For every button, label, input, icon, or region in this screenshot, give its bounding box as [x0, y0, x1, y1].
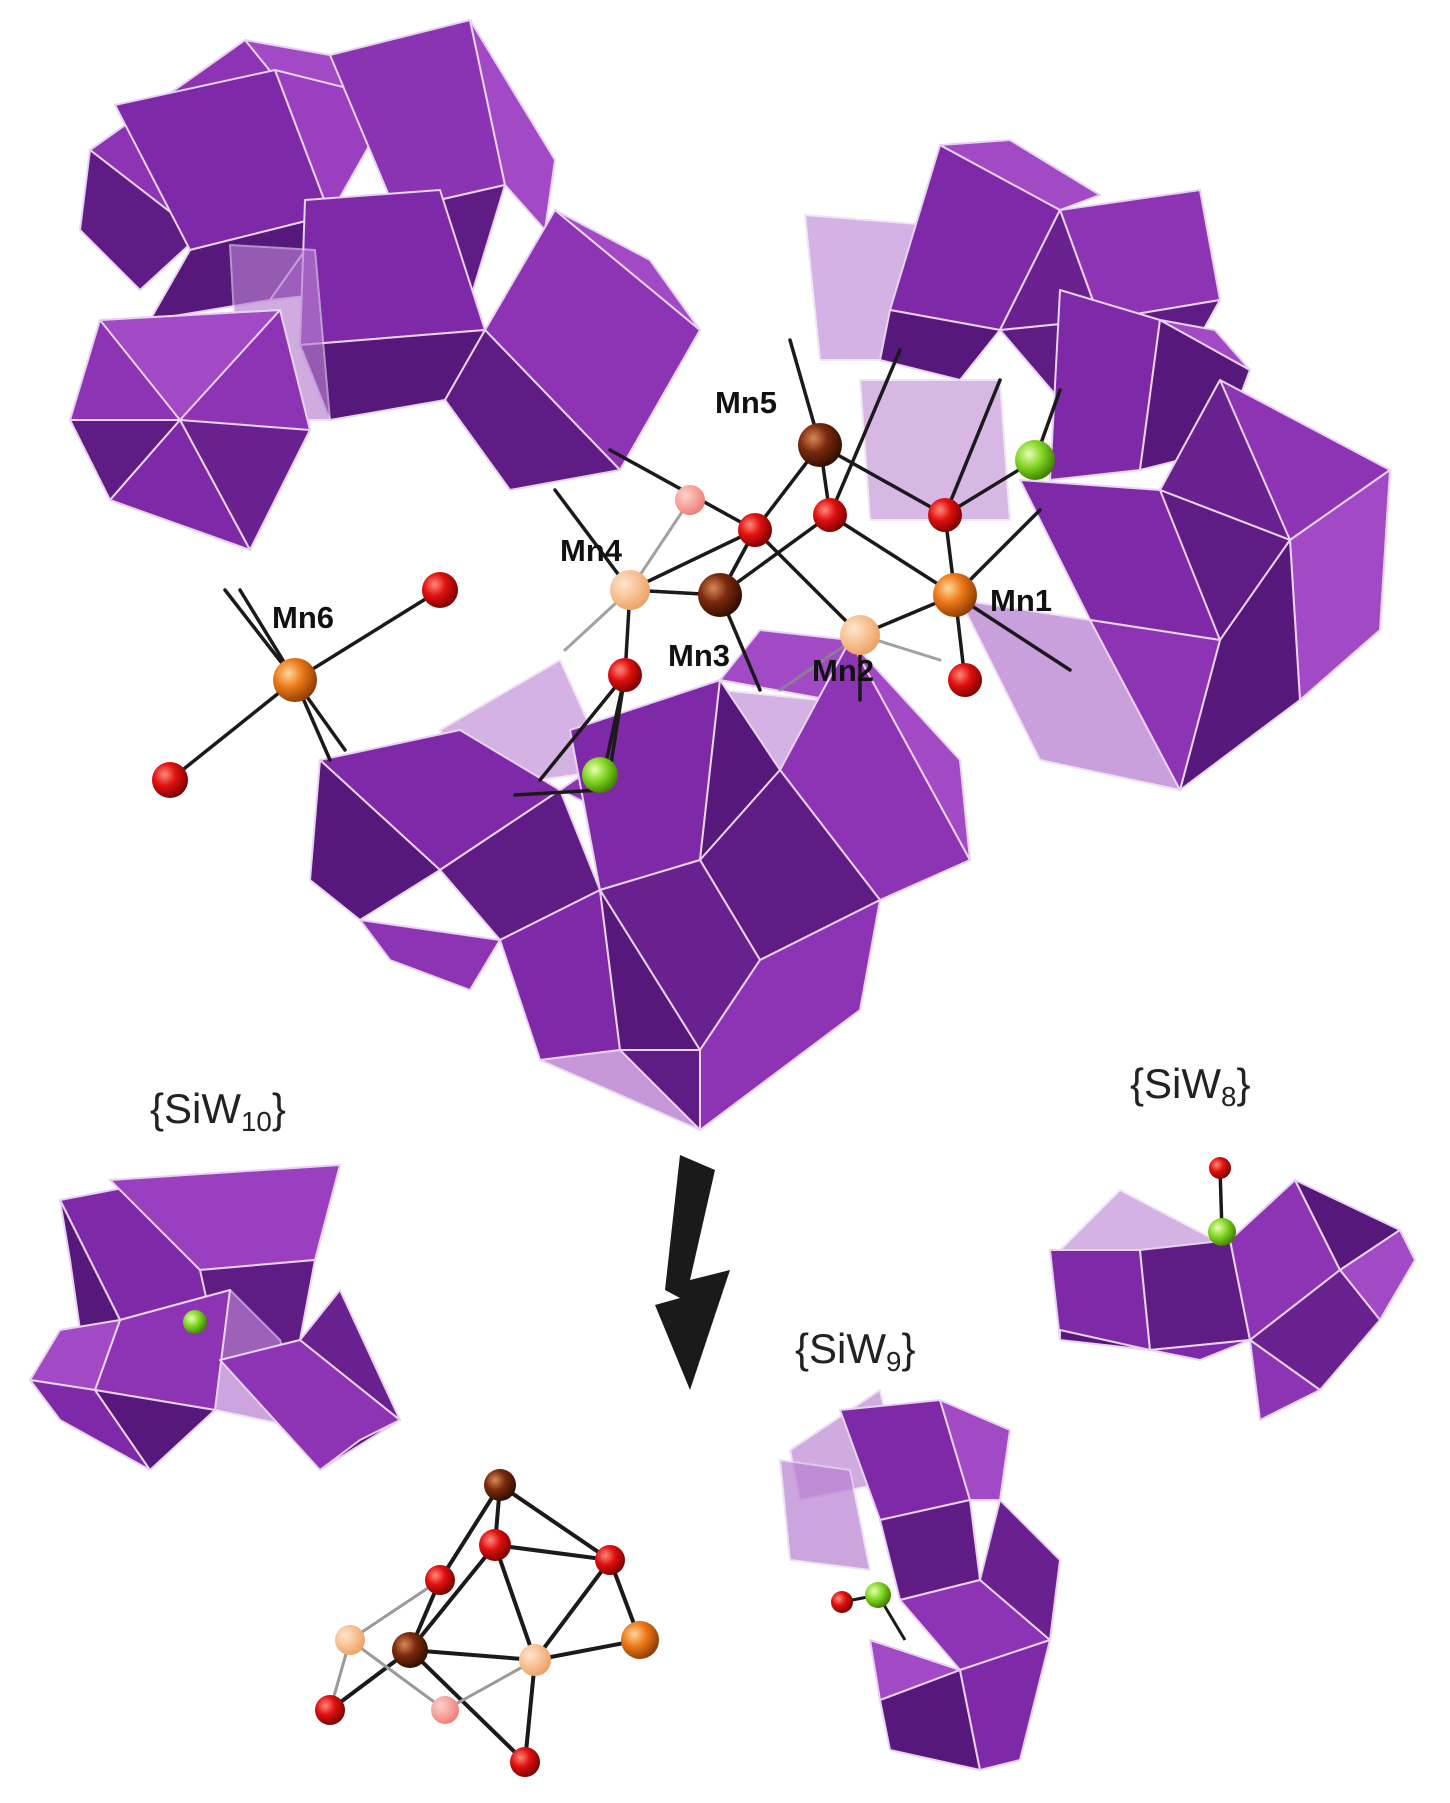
- core-atom-o-left: [315, 1695, 345, 1725]
- atom-o-1: [738, 513, 772, 547]
- core-atom-mn-brown-mid: [392, 1632, 428, 1668]
- label-siw10-sub: 10: [241, 1105, 272, 1137]
- label-siw10-suffix: }: [271, 1085, 286, 1132]
- core-atom-o-bottom: [510, 1747, 540, 1777]
- label-mn5: Mn5: [715, 385, 777, 420]
- label-siw10: {SiW10}: [150, 1085, 286, 1138]
- label-mn4: Mn4: [560, 533, 622, 568]
- atom-mn6: [273, 658, 317, 702]
- label-siw8-sub: 8: [1221, 1080, 1237, 1112]
- siw10-fragment: [29, 1164, 401, 1471]
- label-mn6: Mn6: [272, 600, 334, 635]
- label-siw8-prefix: {SiW: [1130, 1060, 1222, 1107]
- siw9-o-atom: [831, 1591, 853, 1613]
- label-siw9: {SiW9}: [795, 1325, 915, 1378]
- atom-mn1: [933, 573, 977, 617]
- atom-o-5: [948, 663, 982, 697]
- label-mn3: Mn3: [668, 638, 730, 673]
- label-mn1: Mn1: [990, 583, 1052, 618]
- atom-mn5: [798, 423, 842, 467]
- siw9-fragment: [779, 1389, 1061, 1771]
- core-atom-o-3: [595, 1545, 625, 1575]
- label-siw8-suffix: }: [1236, 1060, 1251, 1107]
- atom-o-4: [608, 658, 642, 692]
- atom-o-mn6-right: [422, 572, 458, 608]
- label-siw9-suffix: }: [901, 1325, 916, 1372]
- polyhedra-cluster-top-left: [69, 19, 701, 551]
- siw8-si-atom: [1208, 1218, 1236, 1246]
- atom-mn2: [840, 615, 880, 655]
- atom-o-2: [813, 498, 847, 532]
- atom-si-center: [582, 757, 618, 793]
- atom-mn4: [610, 570, 650, 610]
- core-atom-o-faint: [431, 1696, 459, 1724]
- polyhedra-cluster-top-right: [804, 139, 1391, 791]
- atom-o-mn6-left: [152, 762, 188, 798]
- siw8-o-atom: [1209, 1157, 1231, 1179]
- siw8-fragment: [1049, 1179, 1416, 1421]
- atom-o-3: [928, 498, 962, 532]
- core-atom-mn-light-mid: [519, 1644, 551, 1676]
- down-arrow-icon: [655, 1155, 730, 1390]
- core-atom-o-2: [425, 1565, 455, 1595]
- label-siw8: {SiW8}: [1130, 1060, 1250, 1113]
- label-siw9-sub: 9: [886, 1345, 902, 1377]
- polyhedra-cluster-center: [309, 629, 971, 1131]
- siw10-si-atom: [183, 1310, 207, 1334]
- core-atom-mn-brown-top: [484, 1469, 516, 1501]
- siw9-si-atom: [865, 1582, 891, 1608]
- label-siw9-prefix: {SiW: [795, 1325, 887, 1372]
- atom-mn3: [698, 573, 742, 617]
- core-atom-o-1: [479, 1529, 511, 1561]
- label-mn2: Mn2: [812, 653, 874, 688]
- core-atom-mn-orange-right: [621, 1621, 659, 1659]
- label-siw10-prefix: {SiW: [150, 1085, 242, 1132]
- atom-si-top: [1015, 440, 1055, 480]
- atom-o-faint: [675, 485, 705, 515]
- core-atom-mn-light-left: [335, 1625, 365, 1655]
